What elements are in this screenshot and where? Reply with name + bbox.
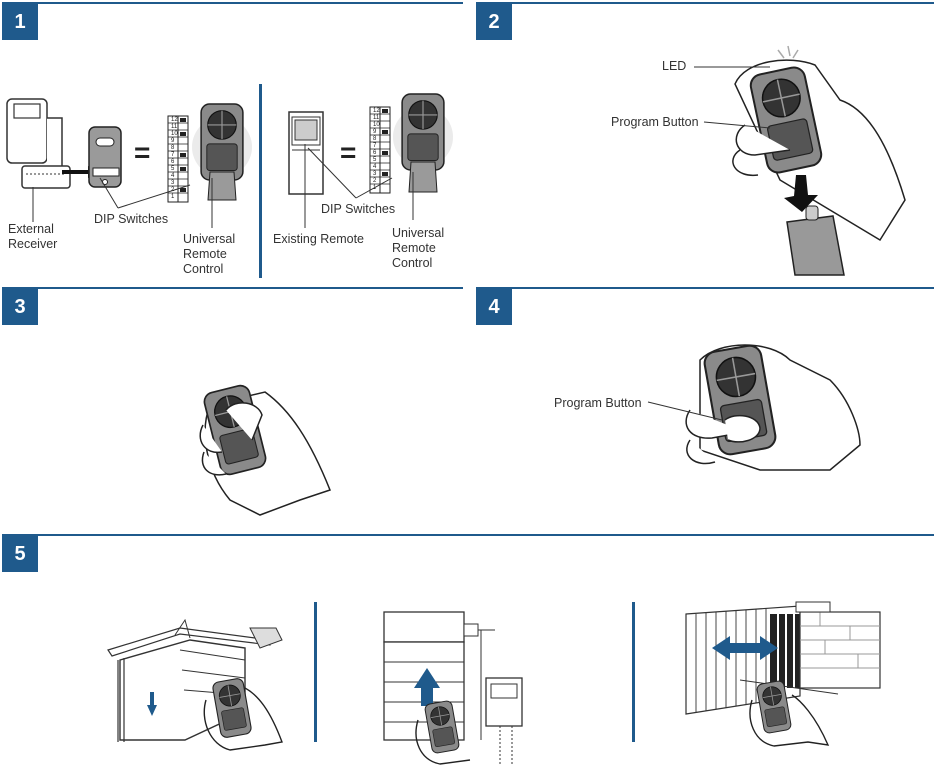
dip-switch-strip-right: [369, 106, 391, 194]
sliding-gate-drawing: [685, 601, 881, 747]
dip-switch-number: 10: [171, 131, 178, 137]
dip-switch-number: 5: [373, 157, 377, 163]
section-rule-2: [476, 2, 934, 4]
dip-switch-number: 11: [373, 115, 380, 121]
dip-switch-number: 7: [373, 143, 377, 149]
hand-pressing-program-button: [685, 342, 861, 471]
step5-divider-1: [314, 602, 317, 742]
equals-sign-right: =: [340, 137, 356, 168]
dip-switches-label-left: DIP Switches: [94, 212, 169, 226]
step-4-badge: 4: [476, 289, 512, 325]
programming-remote-hand: [732, 45, 906, 276]
section-rule-1: [2, 2, 463, 4]
dip-switch-number: 2: [171, 187, 175, 193]
dip-switch-number: 11: [171, 124, 178, 130]
universal-remote-left: [192, 103, 252, 201]
dip-switch-number: 1: [373, 185, 377, 191]
dip-switch-number: 6: [171, 159, 175, 165]
equals-sign-left: =: [134, 137, 150, 168]
dip-switch-number: 8: [373, 136, 377, 142]
section-rule-5: [2, 534, 934, 536]
section-rule-3: [2, 287, 463, 289]
dip-switch-number: 3: [171, 180, 175, 186]
step-1-badge: 1: [2, 4, 38, 40]
dip-switch-number: 9: [171, 138, 175, 144]
program-button-label-step4: Program Button: [554, 396, 642, 410]
dip-switch-number: 9: [373, 129, 377, 135]
dip-switches-label-right: DIP Switches: [321, 202, 396, 216]
rolling-door-drawing: [383, 611, 523, 765]
led-label: LED: [662, 59, 687, 73]
step-5-badge: 5: [2, 536, 38, 572]
step-3-badge: 3: [2, 289, 38, 325]
step5-divider-2: [632, 602, 635, 742]
existing-remote-drawing: [288, 111, 324, 195]
dip-switch-number: 10: [373, 122, 380, 128]
step-2-badge: 2: [476, 4, 512, 40]
dip-switch-number: 6: [373, 150, 377, 156]
dip-switch-strip-left: [167, 115, 189, 203]
universal-remote-label-left: Universal Remote Control: [183, 232, 236, 276]
program-button-label-step2: Program Button: [611, 115, 699, 129]
garage-door-drawing: [107, 618, 283, 751]
dip-switch-number: 4: [373, 164, 377, 170]
hand-pressing-remote-step3: [199, 382, 331, 516]
universal-remote-label-right: Universal Remote Control: [392, 226, 445, 270]
dip-switch-number: 12: [171, 117, 178, 123]
section-rule-4: [476, 287, 934, 289]
dip-switch-number: 8: [171, 145, 175, 151]
universal-remote-right: [393, 93, 453, 193]
small-remote-drawing: [88, 126, 122, 188]
dip-switch-number: 1: [171, 194, 175, 200]
dip-switch-number: 7: [171, 152, 175, 158]
external-receiver-label: External Receiver: [8, 222, 58, 251]
dip-switch-number: 12: [373, 108, 380, 114]
dip-switch-number: 4: [171, 173, 175, 179]
panel1-divider: [259, 84, 262, 278]
external-receiver-drawing: [6, 98, 71, 189]
existing-remote-label: Existing Remote: [273, 232, 365, 246]
dip-switch-number: 2: [373, 178, 377, 184]
dip-switch-number: 5: [171, 166, 175, 172]
dip-switch-number: 3: [373, 171, 377, 177]
